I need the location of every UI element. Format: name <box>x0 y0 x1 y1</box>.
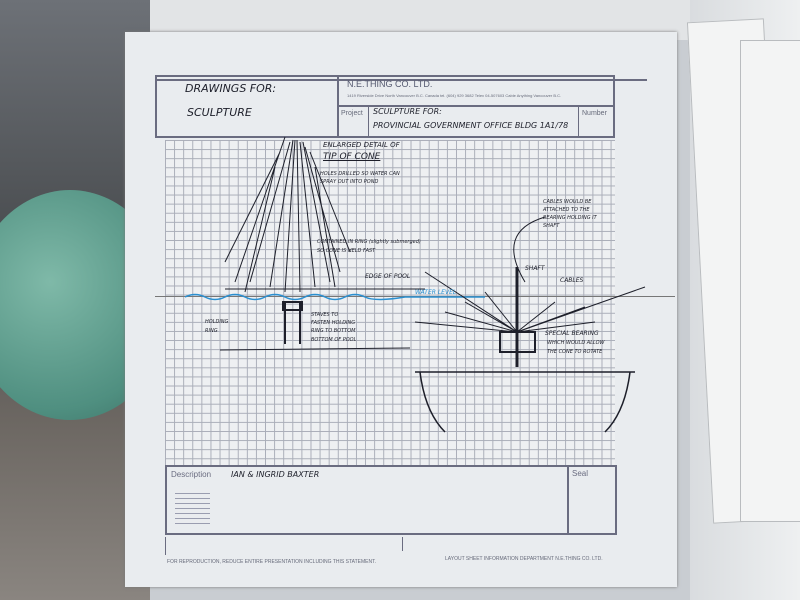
footer-reproduction-note: FOR REPRODUCTION, REDUCE ENTIRE PRESENTA… <box>167 559 376 565</box>
note-staves-1: STAVES TO <box>311 312 339 318</box>
number-label: Number <box>582 110 607 117</box>
note-bearing-2: WHICH WOULD ALLOW <box>547 340 605 346</box>
company-name: N.E.THING CO. LTD. <box>347 79 433 89</box>
project-line1: SCULPTURE FOR: <box>373 107 442 116</box>
note-edge: EDGE OF POOL <box>365 273 411 280</box>
note-ring-1: CONTAINED IN RING (slightly submerged) <box>317 239 421 245</box>
sheet-frame: DRAWINGS FOR: SCULPTURE N.E.THING CO. LT… <box>155 75 615 535</box>
note-cables-top-4: SHAFT <box>543 223 560 229</box>
note-cables-top-3: BEARING HOLDING IT <box>543 215 597 221</box>
note-cables-top-1: CABLES WOULD BE <box>543 199 592 205</box>
note-tip: TIP OF CONE <box>323 152 381 162</box>
top-rule <box>155 79 647 81</box>
seal-label: Seal <box>572 469 589 478</box>
note-bearing-3: THE CONE TO ROTATE <box>547 349 603 355</box>
note-holding-1: HOLDING <box>205 319 229 325</box>
description-label: Description <box>171 470 212 479</box>
water-level-line <box>184 293 485 301</box>
description-lines <box>175 489 210 524</box>
note-bottom: BOTTOM OF POOL <box>311 337 357 343</box>
title-block: DRAWINGS FOR: SCULPTURE N.E.THING CO. LT… <box>155 75 615 138</box>
company-address: 1419 Riverside Drive North Vancouver B.C… <box>347 93 562 98</box>
note-cables-top-2: ATTACHED TO THE <box>543 207 590 213</box>
note-ring-2: SO CONE IS HELD FAST <box>317 248 376 254</box>
note-water-level: WATER LEVEL <box>415 289 457 296</box>
note-shaft: SHAFT <box>525 265 545 272</box>
bearing-sketch <box>414 216 646 433</box>
note-enlarged: ENLARGED DETAIL OF <box>323 141 400 149</box>
sculpture-sketch <box>184 136 646 433</box>
drawing-title-line1: DRAWINGS FOR: <box>185 82 277 95</box>
project-label: Project <box>341 110 363 117</box>
note-holes-2: SPRAY OUT INTO POND <box>320 179 379 185</box>
description-value: IAN & INGRID BAXTER <box>231 470 320 479</box>
note-cables: CABLES <box>560 277 584 284</box>
stacked-paper <box>740 40 800 522</box>
note-bearing-1: SPECIAL BEARING <box>545 330 599 337</box>
note-holes-1: HOLES DRILLED SO WATER CAN <box>320 171 400 177</box>
footer-layout-sheet: LAYOUT SHEET INFORMATION DEPARTMENT N.E.… <box>445 556 603 562</box>
spray-cone <box>219 136 425 351</box>
graph-grid <box>165 140 615 465</box>
note-staves-2: FASTEN HOLDING <box>311 320 356 326</box>
project-line2: PROVINCIAL GOVERNMENT OFFICE BLDG 1A1/78 <box>373 121 569 130</box>
description-block: Description IAN & INGRID BAXTER Seal <box>165 465 617 535</box>
drawing-title-line2: SCULPTURE <box>187 106 252 119</box>
note-staves-3: RING TO BOTTOM <box>311 328 356 334</box>
note-holding-2: RING <box>205 328 218 334</box>
drawing-sheet: DRAWINGS FOR: SCULPTURE N.E.THING CO. LT… <box>125 32 677 587</box>
